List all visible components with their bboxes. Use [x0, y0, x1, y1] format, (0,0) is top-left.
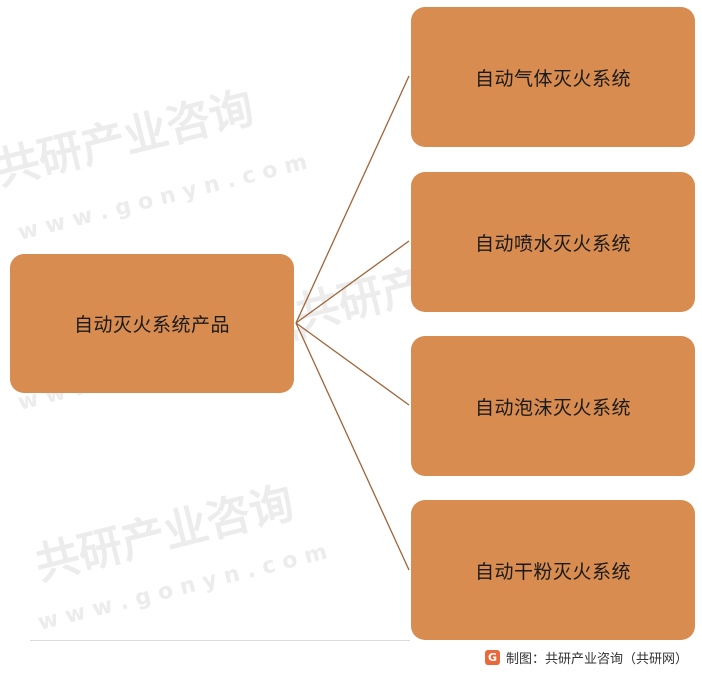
root-node: 自动灭火系统产品 [10, 254, 294, 393]
child-node-label: 自动气体灭火系统 [474, 67, 631, 90]
footer-divider [30, 640, 410, 641]
child-node-label: 自动泡沫灭火系统 [474, 396, 631, 419]
root-node-label: 自动灭火系统产品 [73, 314, 230, 336]
gonyn-logo-icon: G [484, 650, 500, 665]
footer-credit: G 制图：共研产业咨询（共研网） [484, 648, 688, 667]
connector-line [295, 240, 410, 324]
connector-line [295, 75, 410, 324]
child-node-label: 自动喷水灭火系统 [474, 232, 631, 255]
child-node-sprinkler: 自动喷水灭火系统 [411, 172, 695, 312]
connector-line [295, 322, 410, 406]
child-node-label: 自动干粉灭火系统 [474, 560, 631, 583]
child-node-dry-powder: 自动干粉灭火系统 [411, 500, 695, 640]
footer-credit-text: 制图：共研产业咨询（共研网） [505, 652, 688, 667]
child-node-foam: 自动泡沫灭火系统 [411, 336, 695, 476]
child-node-gas: 自动气体灭火系统 [411, 7, 695, 147]
connector-line [295, 322, 410, 571]
